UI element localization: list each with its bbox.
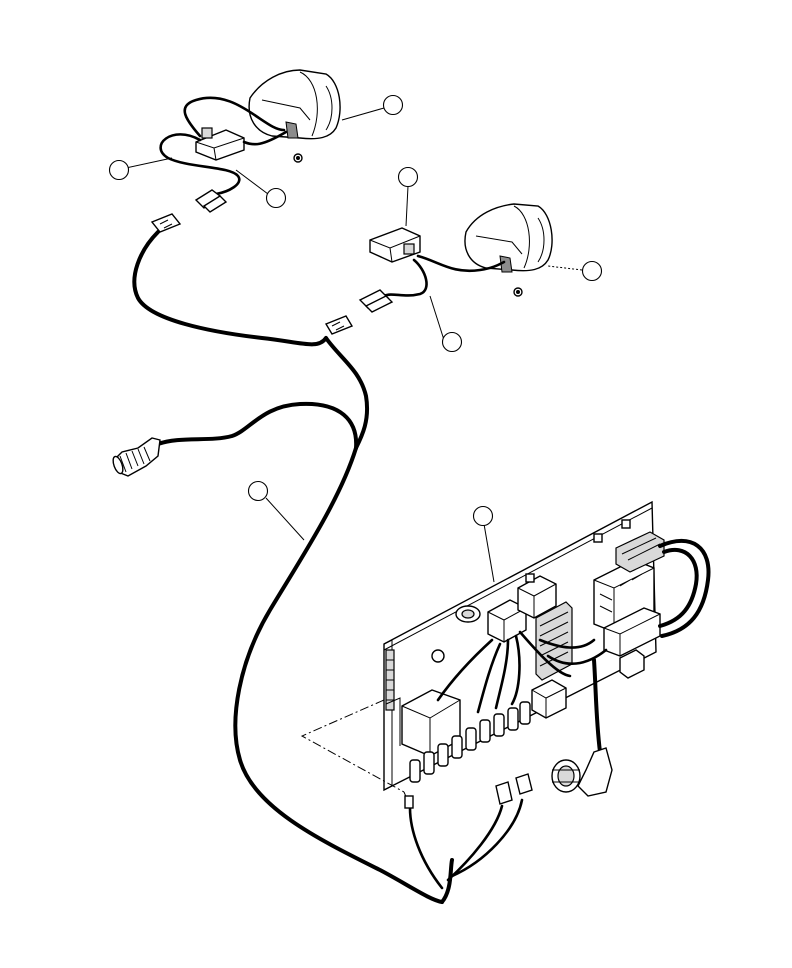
elbow-plug-connector [551, 747, 613, 797]
work-light-upper-left [248, 69, 341, 163]
right-light-wiring [382, 254, 506, 298]
work-light-right [464, 203, 553, 297]
callout-leaders [125, 107, 583, 583]
bottom-pigtail-connectors [404, 773, 533, 890]
upper-left-light-wiring [159, 96, 288, 196]
switch-box-right [369, 227, 421, 263]
round-plug-connector [112, 437, 161, 477]
callout-2 [108, 159, 130, 181]
callout-3 [265, 187, 287, 209]
callout-5 [581, 260, 603, 282]
callout-4 [397, 166, 419, 188]
callout-1 [382, 94, 404, 116]
connector-pair-upper-left [150, 189, 228, 233]
fuse-holder-row [409, 701, 531, 783]
control-panel-board [383, 500, 711, 792]
callout-8 [472, 505, 494, 527]
callout-7 [247, 480, 269, 502]
connector-pair-right [324, 289, 394, 335]
callout-6 [441, 331, 463, 353]
switch-box-upper-left [195, 127, 245, 161]
main-harness-cable [132, 230, 454, 904]
